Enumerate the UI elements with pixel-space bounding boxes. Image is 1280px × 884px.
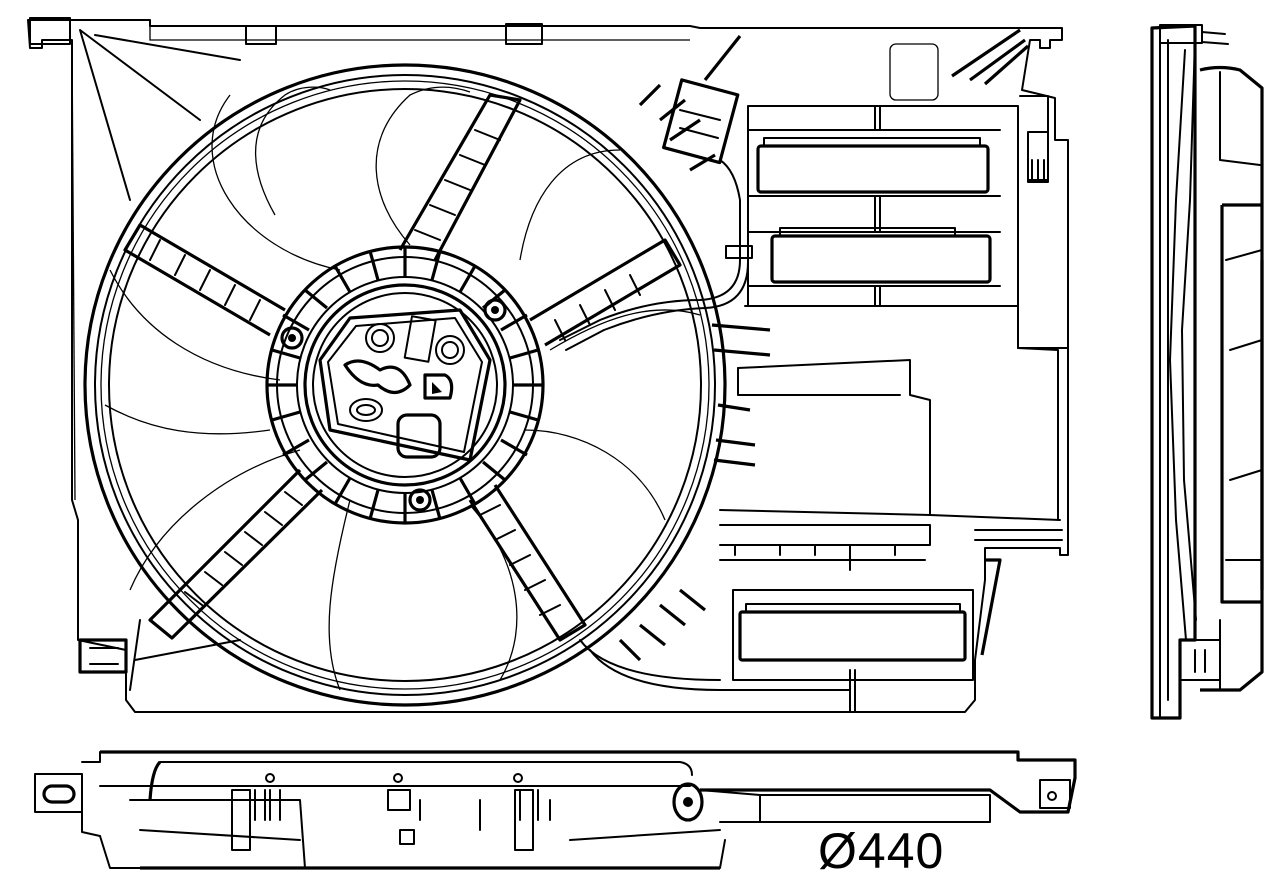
support-arms xyxy=(123,93,682,642)
wire-harness xyxy=(559,78,851,691)
motor-hub xyxy=(265,245,545,525)
right-panel-vents xyxy=(719,105,1069,713)
fan-ring xyxy=(83,63,771,707)
shroud-frame xyxy=(27,17,1069,713)
diameter-dimension-label: Ø440 xyxy=(818,823,945,879)
fan-blades xyxy=(104,86,701,691)
